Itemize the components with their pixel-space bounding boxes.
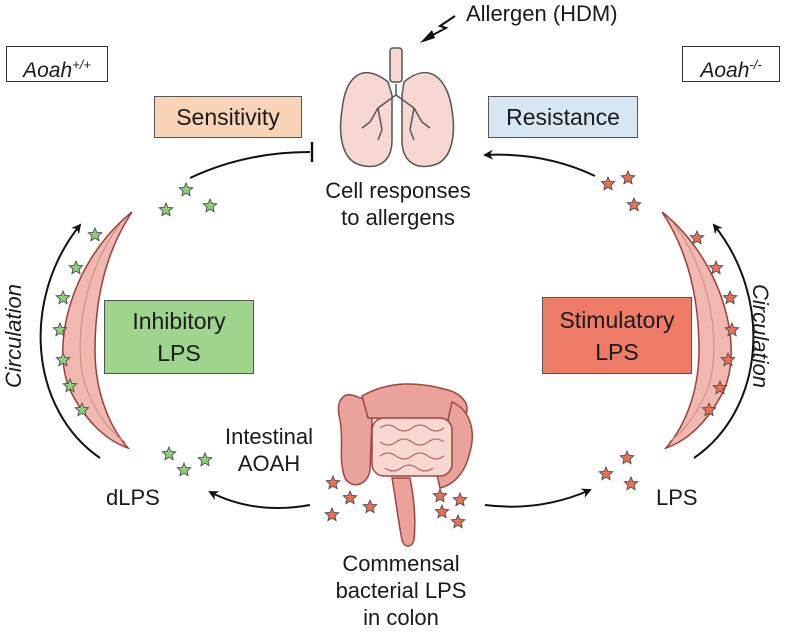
intestinal-aoah-label: Intestinal AOAH (212, 423, 326, 477)
inhibitory-line1: Inhibitory (132, 308, 226, 334)
sensitivity-inhibit-arrow (189, 151, 311, 179)
dlps-label: dLPS (106, 485, 160, 510)
red-lps-star-icon (724, 321, 740, 337)
stimulatory-lps-box: Stimulatory LPS (542, 297, 692, 374)
intestinal-line2: AOAH (237, 451, 301, 476)
red-lps-star-icon (620, 169, 636, 185)
red-lps-star-icon (689, 229, 705, 245)
green-lps-star-icon (68, 259, 84, 275)
genotype-knockout: Aoah-/- (682, 46, 780, 82)
red-lps-star-icon (600, 175, 616, 191)
inhibitory-lps-box: Inhibitory LPS (104, 300, 254, 374)
intestinal-line1: Intestinal (224, 424, 314, 449)
red-lps-star-icon (450, 513, 466, 529)
red-lps-star-icon (362, 498, 378, 514)
red-lps-star-icon (626, 196, 642, 212)
red-lps-star-icon (434, 503, 450, 519)
resistance-box: Resistance (488, 96, 638, 138)
green-lps-star-icon (62, 377, 78, 393)
green-lps-star-icon (197, 451, 213, 467)
genotype-knockout-base: Aoah (700, 59, 750, 82)
right-circulation-arrow (693, 223, 755, 459)
green-lps-star-icon (202, 197, 218, 213)
cell-responses-line2: to allergens (341, 205, 455, 230)
red-lps-star-icon (623, 475, 639, 491)
commensal-line3: in colon (363, 605, 439, 630)
genotype-wildtype: Aoah+/+ (6, 46, 108, 82)
red-lps-star-icon (701, 401, 717, 417)
green-lps-star-icon (55, 351, 71, 367)
circulation-label-right: Circulation (747, 284, 773, 388)
lps-molecules (52, 169, 740, 529)
genotype-knockout-sup: -/- (749, 57, 762, 72)
commensal-line1: Commensal (342, 551, 460, 576)
red-lps-star-icon (452, 491, 468, 507)
left-circulation-arrow (39, 223, 101, 459)
green-lps-star-icon (55, 289, 71, 305)
left-blood-vessel (62, 211, 133, 450)
to-lps-arrow (484, 488, 592, 508)
stimulatory-line1: Stimulatory (559, 306, 675, 333)
red-lps-star-icon (722, 289, 738, 305)
red-lps-star-icon (325, 474, 341, 490)
genotype-wildtype-base: Aoah (23, 59, 73, 82)
right-blood-vessel (661, 211, 732, 450)
lps-label: LPS (656, 485, 698, 510)
intestine-icon (337, 383, 473, 547)
inhibitory-line2: LPS (157, 340, 201, 366)
green-lps-star-icon (161, 445, 177, 461)
red-lps-star-icon (720, 351, 736, 367)
stimulatory-line2: LPS (595, 338, 639, 365)
allergen-label: Allergen (HDM) (466, 1, 618, 26)
genotype-wildtype-sup: +/+ (72, 57, 91, 72)
red-lps-star-icon (712, 379, 728, 395)
green-lps-star-icon (87, 226, 103, 242)
red-lps-star-icon (342, 489, 358, 505)
green-lps-star-icon (158, 201, 174, 217)
to-dlps-arrow (208, 491, 311, 509)
green-lps-star-icon (52, 321, 68, 337)
red-lps-star-icon (708, 259, 724, 275)
red-lps-star-icon (619, 449, 635, 465)
cell-responses-label: Cell responses to allergens (298, 177, 498, 231)
cell-responses-line1: Cell responses (325, 178, 471, 203)
lungs-icon (339, 47, 455, 168)
lightning-arrow-icon (420, 15, 456, 43)
red-lps-star-icon (432, 487, 448, 503)
green-lps-star-icon (178, 181, 194, 197)
red-lps-star-icon (598, 465, 614, 481)
red-lps-star-icon (324, 506, 340, 522)
resistance-arrow (483, 149, 596, 177)
commensal-label: Commensal bacterial LPS in colon (316, 550, 486, 631)
circulation-label-left: Circulation (0, 284, 26, 388)
commensal-line2: bacterial LPS (335, 578, 467, 603)
green-lps-star-icon (74, 401, 90, 417)
green-lps-star-icon (176, 461, 192, 477)
sensitivity-box: Sensitivity (154, 96, 302, 138)
